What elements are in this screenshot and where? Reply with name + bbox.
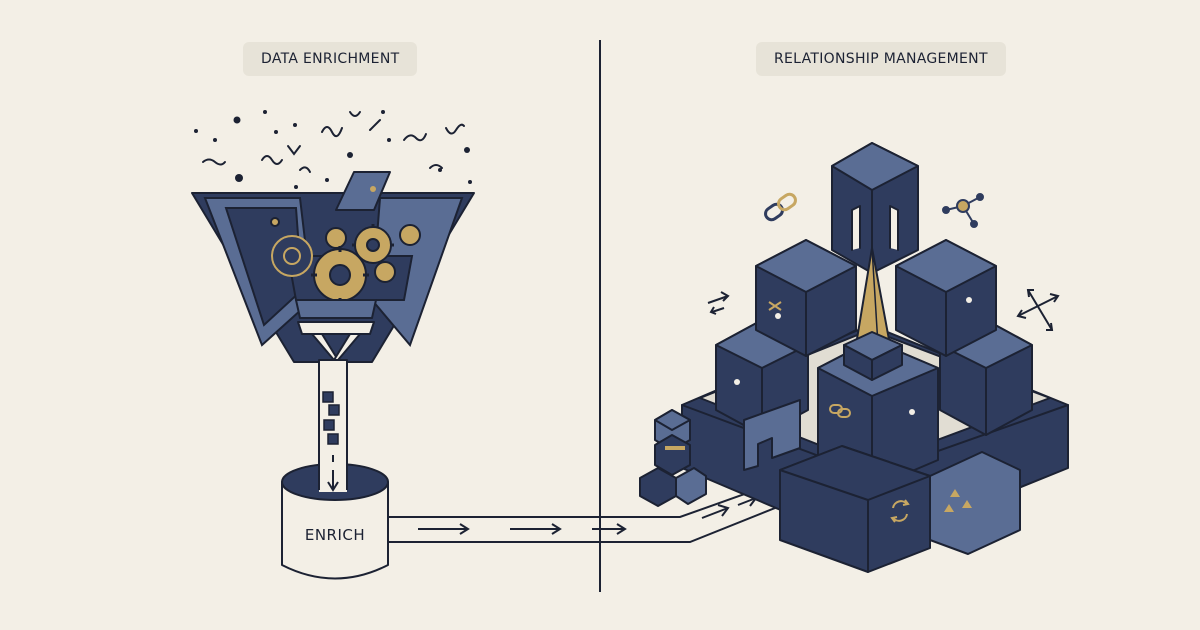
enrich-bucket-label: ENRICH <box>304 526 366 544</box>
relationship-management-label: RELATIONSHIP MANAGEMENT <box>756 42 1006 76</box>
flow-arrows <box>418 494 758 535</box>
chain-link-icon-small <box>829 404 851 418</box>
small-arrows-icon <box>707 291 730 315</box>
arrows-cross-icon <box>1016 289 1060 331</box>
block-structure <box>639 142 1069 573</box>
node-graph-icon <box>942 193 984 228</box>
cross-link-icon <box>768 301 782 311</box>
gear-icon <box>270 217 421 302</box>
chain-link-icon <box>764 192 797 222</box>
gear-icon-dark <box>271 235 313 277</box>
connector-pipe <box>388 484 781 543</box>
funnel-outlet <box>295 299 377 361</box>
sync-icon <box>890 499 910 523</box>
data-enrichment-label: DATA ENRICHMENT <box>243 42 418 76</box>
triangle-icon <box>944 489 972 512</box>
data-squiggles <box>202 111 465 173</box>
data-particles <box>194 110 472 189</box>
enrich-bucket <box>281 462 389 580</box>
